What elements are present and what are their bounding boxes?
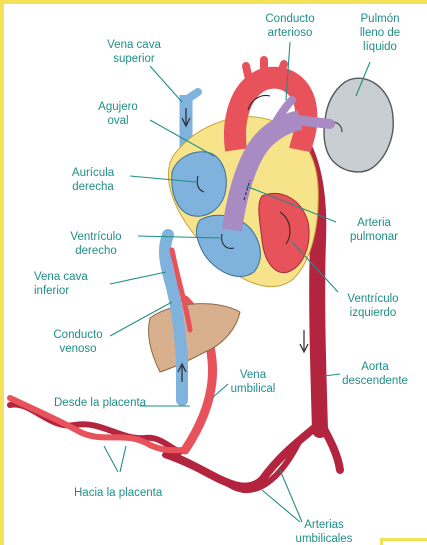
- inferior-vena-cava: [158, 229, 188, 406]
- label-pulmon: Pulmón lleno de líquido: [359, 13, 401, 53]
- label-arteria-pulmonar: Arteria pulmonar: [350, 217, 398, 243]
- label-aorta-descendente: Aorta descendente: [342, 361, 408, 387]
- frame-corner-mark-vertical: [380, 538, 383, 545]
- svc-branch: [182, 88, 202, 104]
- aorta-flow-arrow: [299, 330, 309, 354]
- heart-flow-arrow-ra: [196, 175, 205, 193]
- leader-vena-cava-inferior: [109, 271, 167, 285]
- leader-agujero-oval: [149, 119, 215, 157]
- leader-ventriculo-izquierdo: [291, 241, 339, 293]
- left-ventricle: [258, 193, 310, 274]
- leader-hacia-placenta-1: [103, 445, 119, 473]
- label-vena-umbilical: Vena umbilical: [230, 369, 276, 395]
- frame-corner-mark: [380, 538, 427, 541]
- lung-shape: [323, 77, 394, 173]
- leader-conducto-venoso: [109, 301, 173, 337]
- leader-arterias-umbilicales-1: [261, 489, 301, 523]
- pulmonary-artery: [222, 110, 303, 232]
- umbilical-cord-strand-b: [7, 395, 188, 454]
- leader-vena-cava-superior: [149, 65, 183, 103]
- leader-arteria-pulmonar: [245, 185, 337, 223]
- leader-arterias-umbilicales-2: [279, 469, 303, 523]
- heart-flow-arrow-pa: [243, 179, 251, 201]
- leader-auricula-derecha: [129, 175, 197, 183]
- label-auricula-derecha: Aurícula derecha: [71, 167, 115, 193]
- liver-shape: [147, 303, 241, 373]
- pulmonary-branch-to-lung: [291, 115, 335, 129]
- label-agujero-oval: Agujero oval: [98, 101, 138, 127]
- umbilical-artery-right: [318, 421, 344, 474]
- ductus-arteriosus: [266, 96, 296, 136]
- ivc-flow-arrow: [177, 362, 187, 382]
- leader-aorta-descendente: [323, 373, 341, 377]
- heart-flow-arrow-rv: [221, 233, 235, 249]
- leader-hacia-placenta-2: [119, 445, 127, 473]
- umbilical-artery-lower: [162, 437, 303, 493]
- frame-border-left: [0, 0, 4, 545]
- leader-pulmon: [355, 61, 371, 97]
- label-conducto-venoso: Conducto venoso: [53, 329, 103, 355]
- aortic-branch-3: [274, 60, 288, 84]
- heart-flow-arrow-lv: [279, 211, 291, 245]
- label-vena-cava-superior: Vena cava superior: [107, 39, 161, 65]
- ductus-venosus: [169, 247, 193, 333]
- label-conducto-arterioso: Conducto arterioso: [265, 13, 315, 39]
- svc-flow-arrow: [181, 108, 191, 128]
- label-hacia-placenta: Hacia la placenta: [74, 487, 163, 499]
- aortic-arch: [224, 66, 318, 153]
- leader-conducto-arterioso: [285, 41, 291, 101]
- label-ventriculo-derecho: Ventrículo derecho: [70, 231, 122, 257]
- frame-border-top: [0, 0, 427, 4]
- aortic-branch-1: [242, 62, 254, 88]
- leader-vena-umbilical: [211, 383, 229, 399]
- heart-flow-arrow-arch: [247, 94, 271, 111]
- label-ventriculo-izquierdo: Ventrículo izquierdo: [347, 293, 399, 319]
- label-arterias-umbilicales: Arterias umbilicales: [295, 519, 353, 545]
- label-desde-placenta: Desde la placenta: [54, 397, 147, 409]
- right-atrium: [171, 151, 227, 217]
- label-vena-cava-inferior: Vena cava inferior: [34, 271, 88, 297]
- leader-lines: [103, 41, 371, 523]
- leader-ventriculo-derecho: [137, 235, 223, 239]
